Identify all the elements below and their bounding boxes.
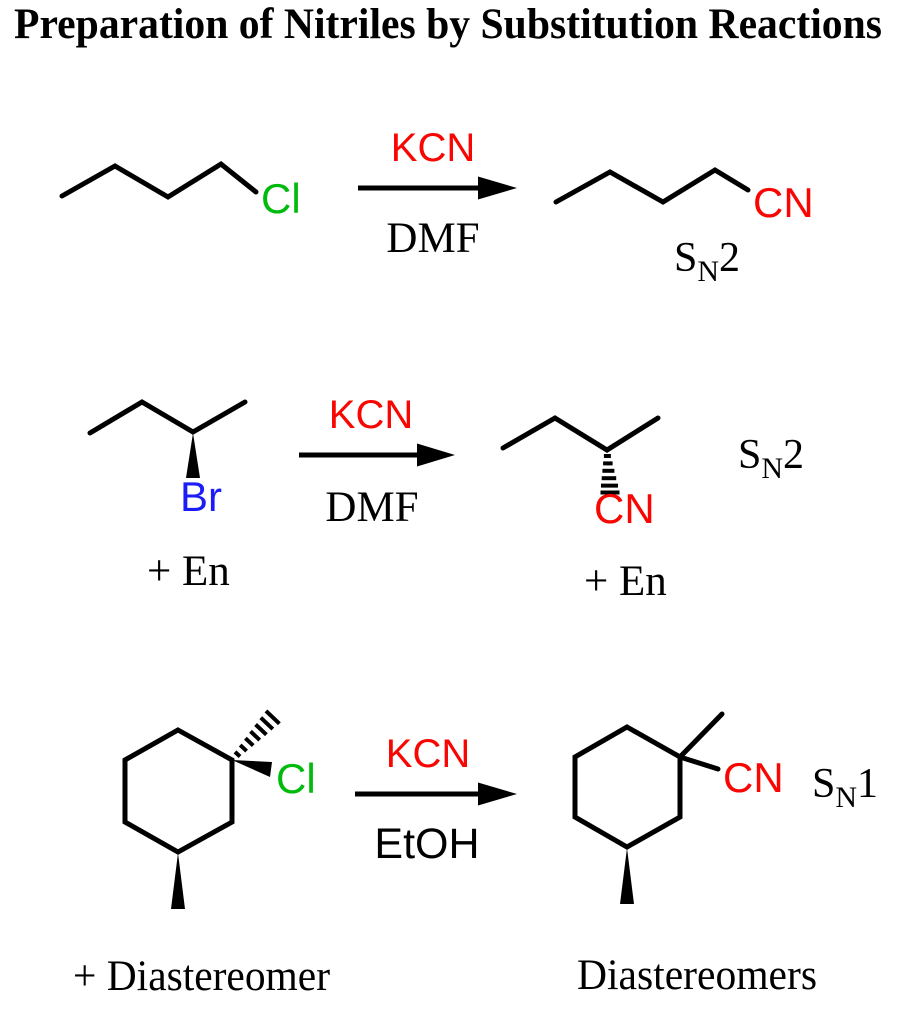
product3-bold-wedge-methyl [620,848,634,904]
product1-nitrile-label: CN [753,179,814,226]
mechanism-subscript: N [761,452,783,485]
reaction2-solvent-label: DMF [325,484,418,531]
reaction3-reagent-label: KCN [386,732,470,776]
product3-methyl-bond [677,711,725,760]
reaction3-solvent-label: EtOH [374,820,479,868]
reaction2-arrow-head [417,443,455,467]
reactant3-chlorine-label: Cl [276,755,316,802]
product2-hashed-wedge-bond [600,454,620,495]
mechanism-subscript: N [835,781,857,814]
reactant3-cyclohexane-ring [122,727,235,855]
reaction-2: Br + En KCN DMF CN + En SN2 [87,393,804,605]
reaction1-reagent-label: KCN [391,126,475,170]
reaction1-solvent-label: DMF [386,215,479,262]
product3-cyclohexane-ring [572,724,683,850]
product3-nitrile-bond [677,754,721,772]
reaction2-mechanism-label: SN2 [738,432,804,485]
reactant1-carbon-chain-bond [59,160,259,200]
mechanism-subscript: N [697,255,719,288]
reaction3-mechanism-label: SN1 [812,761,878,814]
mechanism-base: S [812,761,835,807]
product2-carbon-chain-bond [500,415,661,453]
reactant3-bold-wedge-methyl [171,853,185,909]
reactant3-bold-wedge-chlorine [232,760,272,777]
reactant3-hashed-wedge-methyl [233,709,281,758]
mechanism-order: 2 [719,235,740,281]
mechanism-order: 1 [857,761,878,807]
mechanism-base: S [738,432,761,478]
reactant2-enantiomer-note: + En [147,548,230,595]
reactant2-carbon-chain-bond [87,399,248,436]
product3-nitrile-label: CN [723,754,784,801]
reaction1-arrow-head [478,176,517,200]
product1-carbon-chain-bond [553,167,751,205]
product2-nitrile-label: CN [594,485,655,532]
reactant2-bold-wedge-bond [186,433,200,478]
reaction3-arrow-head [478,782,517,806]
reaction1-mechanism-label: SN2 [674,235,740,288]
reactant1-chlorine-label: Cl [261,175,301,222]
page-title: Preparation of Nitriles by Substitution … [14,1,882,48]
mechanism-base: S [674,235,697,281]
reactant3-diastereomer-note: + Diastereomer [73,953,330,1000]
product2-enantiomer-note: + En [584,558,667,605]
mechanism-order: 2 [783,432,804,478]
product3-diastereomers-note: Diastereomers [577,952,817,999]
reaction-1: Cl KCN DMF CN SN2 [59,126,814,288]
reaction-3: Cl + Diastereomer KCN EtOH CN Diastereom… [73,709,878,1000]
reactant2-bromine-label: Br [180,473,222,520]
reaction2-reagent-label: KCN [329,393,413,437]
